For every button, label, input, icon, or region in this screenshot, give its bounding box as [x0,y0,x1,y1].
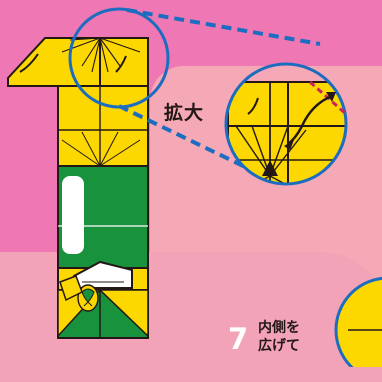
enlarged-view [224,62,348,186]
step-instruction-line: 内側を [258,320,300,336]
step-instruction-line: 広げて [258,338,300,354]
enlarge-label: 拡大 [164,102,205,124]
origami-model [7,37,149,339]
origami-diagram [7,7,382,367]
next-step-callout [334,276,382,367]
step-instruction: 内側を 広げて [258,319,338,355]
folded-crest-icon [77,284,99,312]
callout-connector-top [126,8,321,46]
fold-arrow-icon [287,94,333,145]
step-number: 7 [228,322,249,356]
